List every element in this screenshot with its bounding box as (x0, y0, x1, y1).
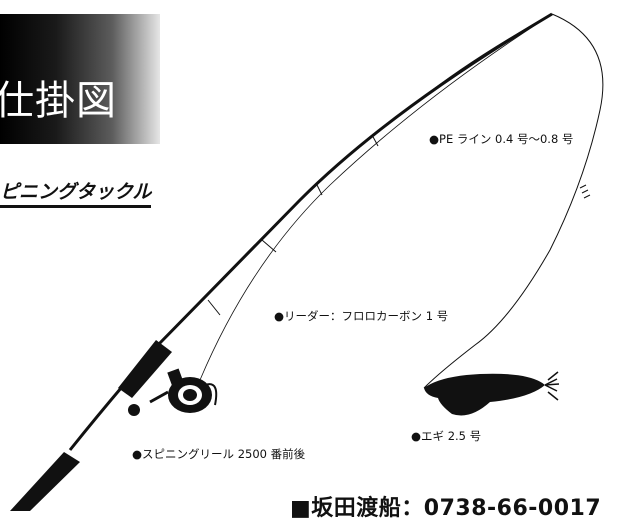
page-title: 仕掛図 (0, 78, 117, 124)
tackle-subtitle: ピニングタックル (0, 177, 152, 208)
reel-label: ●スピニングリール 2500 番前後 (132, 447, 306, 461)
title-banner: 仕掛図 (0, 14, 160, 144)
line-along-rod (199, 21, 541, 381)
leader-label: ●リーダー：フロロカーボン 1 号 (274, 309, 449, 323)
rod-butt-grip (10, 452, 80, 511)
ferry-contact: ■坂田渡船：0738-66-0017 (290, 496, 602, 521)
spinning-reel (128, 368, 218, 416)
rod-guides (207, 134, 379, 316)
line-guide-marks (579, 184, 591, 199)
tackle-illustration (10, 12, 604, 511)
rod-tip-thin (419, 13, 553, 101)
egi-lure (424, 371, 560, 416)
rod-foregrip (118, 340, 172, 398)
pe-line-label: ●PE ライン 0.4 号〜0.8 号 (429, 132, 574, 146)
fishing-line (423, 13, 604, 389)
egi-label: ●エギ 2.5 号 (411, 429, 482, 443)
